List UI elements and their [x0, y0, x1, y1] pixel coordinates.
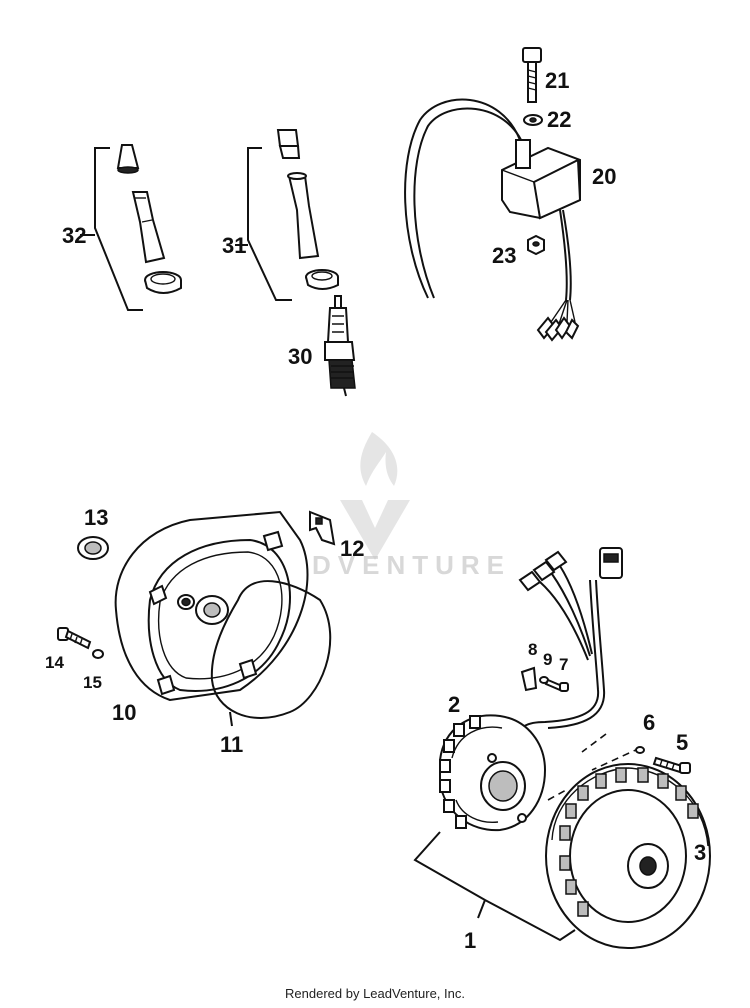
- bolt-21: 21: [522, 47, 569, 103]
- stator-windings: [439, 715, 481, 829]
- callout-3: 3: [694, 840, 706, 865]
- gasket-11: 11: [210, 580, 332, 757]
- nut-23: 23: [492, 234, 545, 268]
- callout-5: 5: [676, 730, 688, 755]
- washer-15: 15: [83, 649, 104, 692]
- oil-seal-13: 13: [77, 505, 109, 560]
- clamp-8: 8: [520, 640, 537, 692]
- callout-13: 13: [84, 505, 108, 530]
- washer-9: 9: [539, 650, 552, 684]
- callout-21: 21: [545, 68, 569, 93]
- footer-credit: Rendered by LeadVenture, Inc.: [285, 986, 465, 1001]
- callout-10: 10: [112, 700, 136, 725]
- callout-15: 15: [83, 673, 102, 692]
- callout-23: 23: [492, 243, 516, 268]
- alignment-line-lower: [547, 789, 567, 801]
- washer-6: 6: [635, 710, 655, 754]
- callout-30: 30: [288, 344, 312, 369]
- callout-32: 32: [62, 223, 86, 248]
- stator-2: 2: [439, 692, 547, 832]
- callout-22: 22: [547, 107, 571, 132]
- alignment-line-upper: [581, 733, 607, 753]
- alignment-line-bolt: [591, 747, 641, 771]
- callout-11: 11: [220, 732, 243, 757]
- callout-12: 12: [340, 536, 364, 561]
- bolt-5: 5: [652, 730, 691, 774]
- generator-cable: [517, 547, 623, 736]
- callout-2: 2: [448, 692, 460, 717]
- screw-7: 7: [544, 655, 569, 692]
- callout-9: 9: [543, 650, 552, 669]
- callout-7: 7: [559, 655, 568, 674]
- generator-assembly-1: 1: [413, 831, 576, 953]
- washer-22: 22: [523, 107, 571, 132]
- coil-wire-connectors: [536, 299, 580, 342]
- callout-1: 1: [464, 928, 476, 953]
- callout-14: 14: [45, 653, 64, 672]
- spark-plug-cap-kit-31: 31: [222, 129, 339, 301]
- callout-6: 6: [643, 710, 655, 735]
- spark-plug-cap-kit-32: 32: [62, 144, 182, 311]
- callout-8: 8: [528, 640, 537, 659]
- ignition-coil-20: 20: [404, 98, 616, 342]
- callout-31: 31: [222, 233, 246, 258]
- ignition-cover-10: 10: [112, 510, 309, 725]
- screw-14: 14: [45, 627, 92, 672]
- spark-plug-30: 30: [288, 295, 356, 397]
- clip-12: 12: [309, 510, 364, 561]
- callout-20: 20: [592, 164, 616, 189]
- rotor-3: 3: [545, 763, 711, 949]
- rotor-fins: [559, 767, 699, 917]
